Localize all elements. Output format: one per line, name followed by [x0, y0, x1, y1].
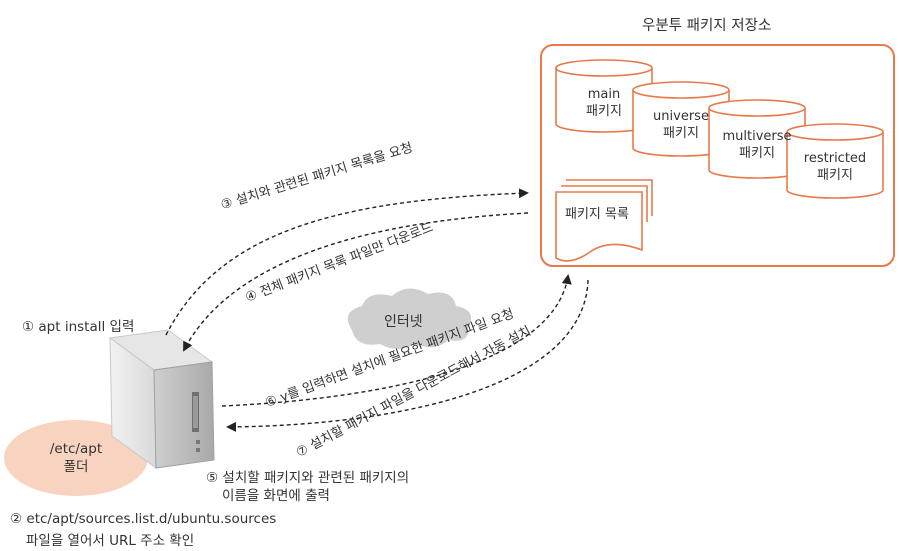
package-main-name: main [587, 87, 621, 102]
internet-label: 인터넷 [384, 314, 423, 330]
package-universe-sub: 패키지 [663, 126, 699, 141]
step-2-label-line1: ② etc/apt/sources.list.d/ubuntu.sources [10, 511, 277, 527]
package-list-label: 패키지 목록 [565, 207, 629, 222]
package-main-label: main 패키지 [556, 86, 652, 120]
package-multiverse-label: multiverse 패키지 [709, 128, 805, 162]
pc-tower-icon [108, 329, 215, 469]
package-multiverse-name: multiverse [722, 129, 792, 144]
cylinder-multiverse [708, 99, 806, 179]
repository-title: 우분투 패키지 저장소 [642, 18, 772, 34]
step-5-label-line1: ⑤ 설치할 패키지와 관련된 패키지의 [206, 470, 410, 486]
step-2-label-line2: 파일을 열어서 URL 주소 확인 [26, 533, 195, 549]
arrow-download-list [183, 212, 529, 352]
step-1-label: ① apt install 입력 [22, 319, 135, 335]
folder-sub: 폴더 [63, 459, 89, 475]
step-5-label-line2: 이름을 화면에 출력 [222, 488, 330, 504]
cylinder-restricted [786, 123, 884, 199]
apt-folder [4, 420, 148, 496]
package-multiverse-sub: 패키지 [739, 146, 775, 161]
folder-label: /etc/apt 폴더 [4, 440, 148, 476]
arrow-request-files [221, 274, 572, 407]
package-main-sub: 패키지 [586, 104, 622, 119]
package-restricted-sub: 패키지 [817, 168, 853, 183]
package-list-document [555, 179, 653, 262]
package-restricted-label: restricted 패키지 [787, 150, 883, 184]
folder-path: /etc/apt [49, 441, 103, 457]
package-restricted-name: restricted [803, 151, 867, 166]
internet-cloud [347, 288, 472, 349]
arrow-download-files [226, 279, 589, 432]
package-universe-label: universe 패키지 [633, 108, 729, 142]
package-universe-name: universe [653, 109, 709, 124]
